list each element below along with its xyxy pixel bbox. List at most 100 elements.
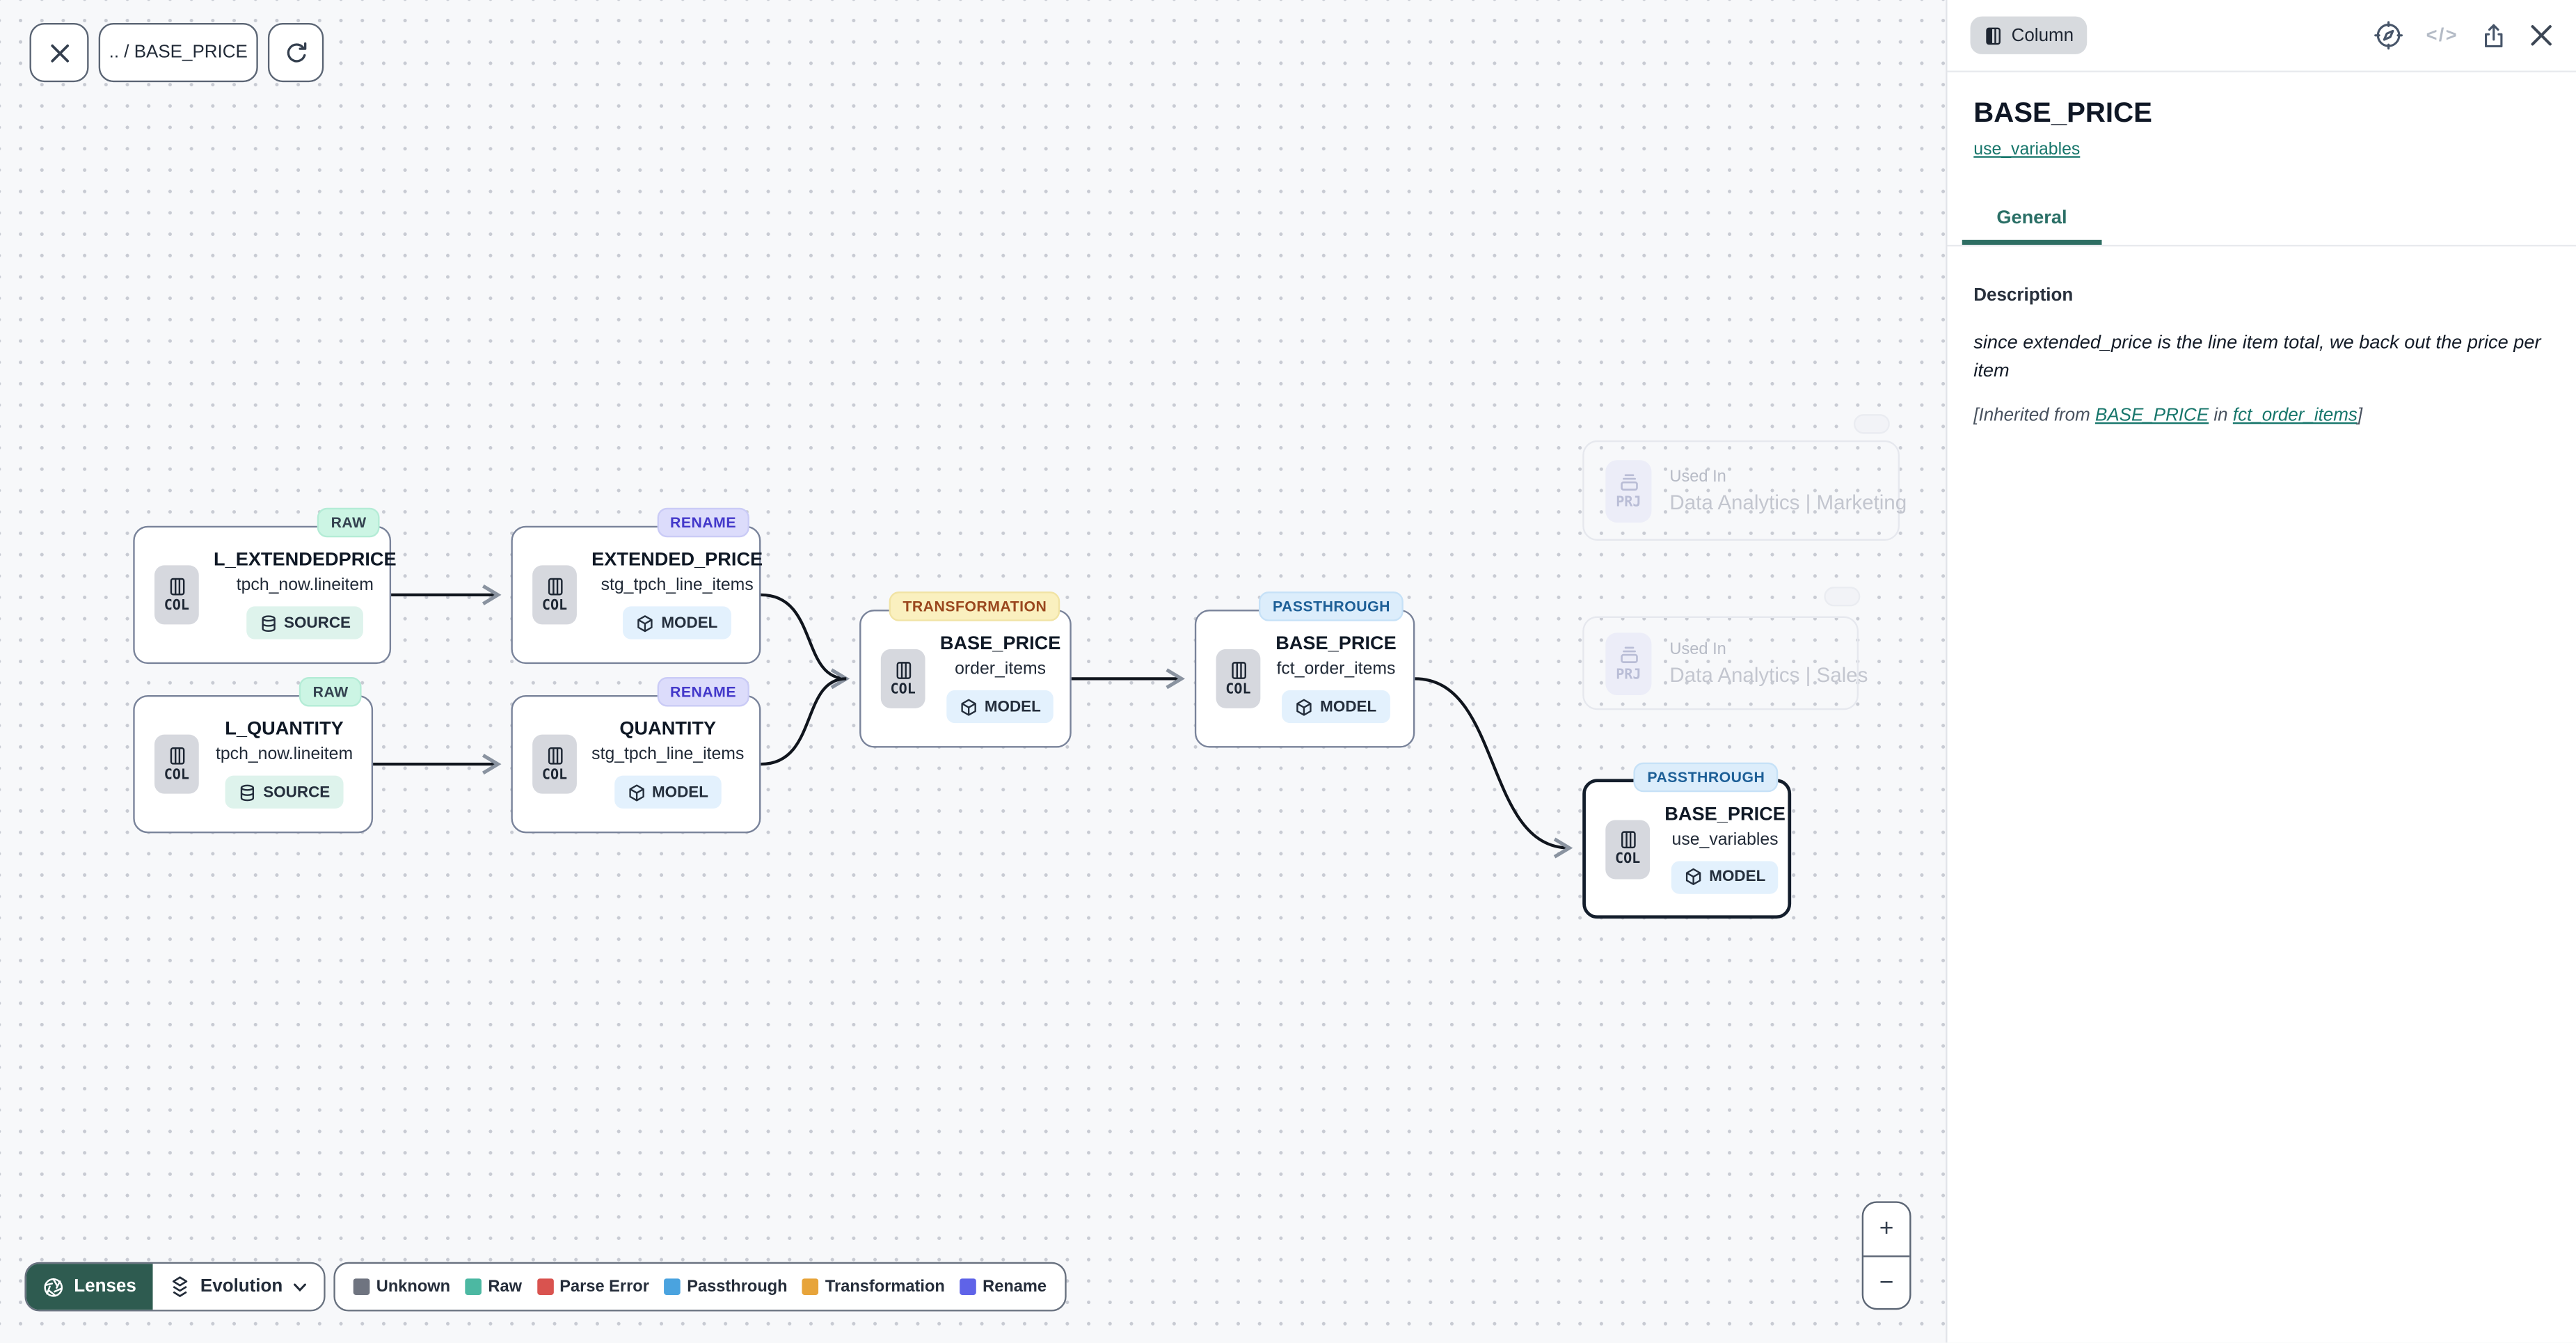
inherited-model-link[interactable]: fct_order_items [2232,405,2358,425]
col-label: COL [164,597,189,614]
zoom-controls: + − [1861,1201,1911,1310]
columns-icon [169,577,184,595]
edge [761,593,846,678]
legend-item: Unknown [353,1278,450,1296]
description-text: since extended_price is the line item to… [1973,333,2541,382]
column-type-icon: COL [1216,649,1261,708]
node-l-extendedprice[interactable]: RAW COL L_EXTENDEDPRICE tpch_now.lineite… [133,507,397,665]
entity-type-label: Column [2011,25,2074,45]
column-type-icon: COL [154,565,199,625]
col-label: COL [890,681,916,698]
lens-mode-dropdown[interactable]: Evolution [152,1264,324,1310]
legend-item: Rename [960,1278,1047,1296]
node-base-price-order-items[interactable]: TRANSFORMATION COL BASE_PRICE order_item… [859,591,1072,748]
lens-badge: RAW [299,676,362,707]
breadcrumb[interactable]: .. / BASE_PRICE [98,23,258,83]
columns-icon [1620,831,1635,849]
column-type-icon: COL [880,649,925,708]
col-label: COL [1225,681,1251,698]
share-button[interactable] [2480,21,2508,51]
project-icon: PRJ [1605,459,1652,522]
columns-icon [896,661,911,678]
node-subtitle: stg_tpch_line_items [591,744,745,765]
node-title: L_QUANTITY [225,720,344,740]
model-badge: MODEL [1282,690,1390,724]
legend-item: Transformation [802,1278,945,1296]
lenses-button[interactable]: Lenses [26,1264,153,1310]
inherited-from-note: [Inherited from BASE_PRICE in fct_order_… [1973,405,2550,424]
columns-icon [547,577,562,595]
zoom-out-button[interactable]: − [1863,1256,1909,1308]
column-type-icon: COL [154,734,199,794]
database-icon [241,784,255,801]
inherited-column-link[interactable]: BASE_PRICE [2095,405,2209,425]
node-type-label: SOURCE [263,783,331,802]
share-icon [2485,23,2503,47]
used-in-marketing-card[interactable]: PRJ Used In Data Analytics | Marketing [1582,440,1907,541]
model-badge: MODEL [1671,860,1779,893]
inherited-mid: in [2209,405,2233,425]
panel-title: BASE_PRICE [1973,97,2152,129]
legend-swatch [536,1278,553,1295]
legend-item: Passthrough [664,1278,788,1296]
explore-lineage-button[interactable] [2374,19,2405,51]
lens-badge: PASSTHROUGH [1259,591,1404,621]
cube-icon [628,784,644,801]
node-type-label: MODEL [651,783,708,802]
legend-item: Parse Error [536,1278,649,1296]
legend-swatch [960,1278,976,1295]
node-extended-price[interactable]: RENAME COL EXTENDED_PRICE stg_tpch_line_… [511,507,763,665]
node-subtitle: tpch_now.lineitem [236,575,374,595]
node-subtitle: use_variables [1671,829,1779,849]
node-base-price-use-variables-selected[interactable]: PASSTHROUGH COL BASE_PRICE use_variables… [1582,762,1792,919]
columns-icon [1986,26,2001,45]
close-lineage-button[interactable] [29,23,89,83]
legend-label: Passthrough [687,1278,788,1296]
detail-panel: Column </> BASE_PRICE use_variables Gene… [1946,0,2576,1343]
panel-header: Column </> [1947,0,2576,72]
legend-swatch [353,1278,370,1295]
code-view-button[interactable]: </> [2426,25,2458,45]
legend-label: Parse Error [559,1278,649,1296]
legend-item: Raw [465,1278,522,1296]
model-badge: MODEL [623,606,731,639]
database-icon [261,614,276,631]
aperture-icon [44,1277,63,1296]
breadcrumb-label: .. / BASE_PRICE [109,42,248,63]
used-in-name: Data Analytics | Sales [1669,662,1868,686]
node-title: QUANTITY [619,720,717,740]
close-panel-button[interactable] [2529,23,2554,47]
plus-icon: + [1879,1214,1894,1243]
node-title: L_EXTENDEDPRICE [214,550,397,571]
legend-swatch [802,1278,819,1295]
legend-label: Rename [983,1278,1047,1296]
stack-icon [1620,473,1637,490]
node-subtitle: fct_order_items [1276,659,1396,679]
lens-badge: PASSTHROUGH [1634,762,1779,793]
chevron-down-icon [294,1282,306,1291]
used-in-name: Data Analytics | Marketing [1669,490,1907,514]
node-quantity[interactable]: RENAME COL QUANTITY stg_tpch_line_items … [511,676,761,834]
cube-icon [1686,868,1701,885]
source-badge: SOURCE [246,606,364,639]
lens-legend: Unknown Raw Parse Error Passthrough Tran… [333,1262,1067,1312]
panel-tabs: General [1947,199,2576,247]
node-type-label: MODEL [1320,697,1377,716]
cube-icon [1297,698,1312,715]
zoom-in-button[interactable]: + [1863,1203,1910,1257]
column-type-icon: COL [532,734,577,794]
column-type-icon: COL [532,565,577,625]
node-type-label: SOURCE [284,614,351,633]
used-in-sales-card[interactable]: PRJ Used In Data Analytics | Sales [1582,616,1868,710]
edge [761,677,847,766]
node-type-label: MODEL [1709,867,1766,886]
node-title: BASE_PRICE [1275,634,1397,654]
cube-icon [638,614,653,632]
refresh-button[interactable] [267,23,324,83]
node-base-price-fct-order-items[interactable]: PASSTHROUGH COL BASE_PRICE fct_order_ite… [1194,591,1415,748]
tab-general[interactable]: General [1962,199,2102,245]
model-link[interactable]: use_variables [1973,139,2081,160]
lens-badge: RENAME [657,507,749,538]
columns-icon [169,746,184,764]
node-l-quantity[interactable]: RAW COL L_QUANTITY tpch_now.lineitem SOU… [133,676,374,834]
